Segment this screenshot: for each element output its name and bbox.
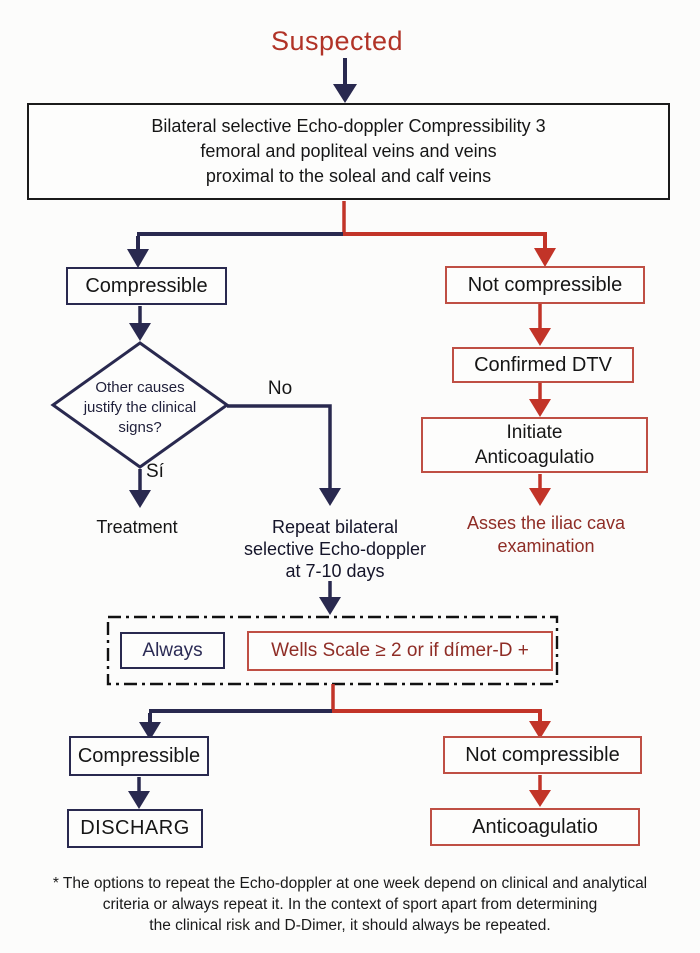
decision-line1: Other causes bbox=[95, 379, 185, 396]
footnote-line3: the clinical risk and D-Dimer, it should… bbox=[149, 917, 551, 934]
arrow-no-to-repeat bbox=[227, 404, 341, 506]
node-discharge: DISCHARG bbox=[67, 809, 203, 848]
node-treatment: Treatment bbox=[96, 517, 178, 537]
footnote-line1: * The options to repeat the Echo-doppler… bbox=[52, 875, 648, 892]
node-always: Always bbox=[120, 632, 225, 669]
node-compressible-top: Compressible bbox=[66, 267, 227, 305]
arrow-initiate-to-asses bbox=[529, 474, 551, 506]
yes-branch-label: Sí bbox=[146, 461, 164, 482]
decision-diamond bbox=[50, 341, 230, 469]
arrow-compressible-to-discharge bbox=[128, 777, 150, 809]
main-box-line1: Bilateral selective Echo-doppler Compres… bbox=[151, 116, 546, 136]
initiate-line1: Initiate bbox=[506, 422, 563, 443]
node-compressible-bottom: Compressible bbox=[69, 736, 209, 776]
arrow-confirmed-to-initiate bbox=[529, 383, 551, 417]
wells-scale-label: Wells Scale ≥ 2 or if dímer-D + bbox=[271, 640, 529, 661]
repeat-line2: selective Echo-doppler bbox=[243, 539, 427, 559]
no-branch-label: No bbox=[267, 378, 293, 399]
main-box-line3: proximal to the soleal and calf veins bbox=[205, 166, 492, 186]
page-title: Suspected bbox=[270, 26, 404, 56]
decision-diamond-text: Other causes justify the clinical signs? bbox=[73, 378, 207, 438]
discharge-label: DISCHARG bbox=[80, 817, 190, 839]
compressible-bottom-label: Compressible bbox=[77, 744, 201, 767]
decision-line3: signs? bbox=[118, 419, 162, 436]
arrow-notcompressible-to-confirmed bbox=[529, 304, 551, 346]
anticoagulation-label: Anticoagulatio bbox=[472, 815, 598, 838]
arrow-compressible-to-decision bbox=[129, 306, 151, 341]
connector-criteria-split bbox=[139, 684, 551, 740]
main-box-line2: femoral and popliteal veins and veins bbox=[200, 141, 497, 161]
node-initiate-anticoagulation: Initiate Anticoagulatio bbox=[421, 417, 648, 473]
asses-line2: examination bbox=[497, 536, 595, 556]
repeat-line1: Repeat bilateral bbox=[271, 517, 399, 537]
repeat-line3: at 7-10 days bbox=[285, 561, 385, 581]
footnote: * The options to repeat the Echo-doppler… bbox=[20, 873, 680, 936]
connector-main-split bbox=[127, 201, 556, 268]
arrow-yes-to-treatment bbox=[129, 469, 151, 508]
arrow-title-to-main bbox=[333, 58, 357, 103]
always-label: Always bbox=[142, 639, 203, 661]
node-echo-doppler-exam: Bilateral selective Echo-doppler Compres… bbox=[27, 103, 670, 200]
node-wells-scale: Wells Scale ≥ 2 or if dímer-D + bbox=[247, 631, 553, 671]
arrow-notcompressible-to-anticoagulation bbox=[529, 775, 551, 807]
node-not-compressible-bottom: Not compressible bbox=[443, 736, 642, 774]
compressible-top-label: Compressible bbox=[85, 274, 208, 297]
not-compressible-top-label: Not compressible bbox=[467, 273, 623, 296]
node-not-compressible-top: Not compressible bbox=[445, 266, 645, 304]
node-anticoagulation: Anticoagulatio bbox=[430, 808, 640, 846]
confirmed-dtv-label: Confirmed DTV bbox=[474, 353, 612, 376]
asses-line1: Asses the iliac cava bbox=[466, 513, 626, 533]
node-confirmed-dtv: Confirmed DTV bbox=[452, 347, 634, 383]
initiate-line2: Anticoagulatio bbox=[474, 447, 595, 468]
node-repeat-echo-doppler: Repeat bilateral selective Echo-doppler … bbox=[235, 516, 435, 582]
footnote-line2: criteria or always repeat it. In the con… bbox=[102, 896, 598, 913]
decision-line2: justify the clinical bbox=[83, 399, 197, 416]
node-asses-iliac-cava: Asses the iliac cava examination bbox=[441, 512, 651, 558]
not-compressible-bottom-label: Not compressible bbox=[465, 743, 620, 766]
arrow-repeat-to-criteria bbox=[319, 581, 341, 615]
